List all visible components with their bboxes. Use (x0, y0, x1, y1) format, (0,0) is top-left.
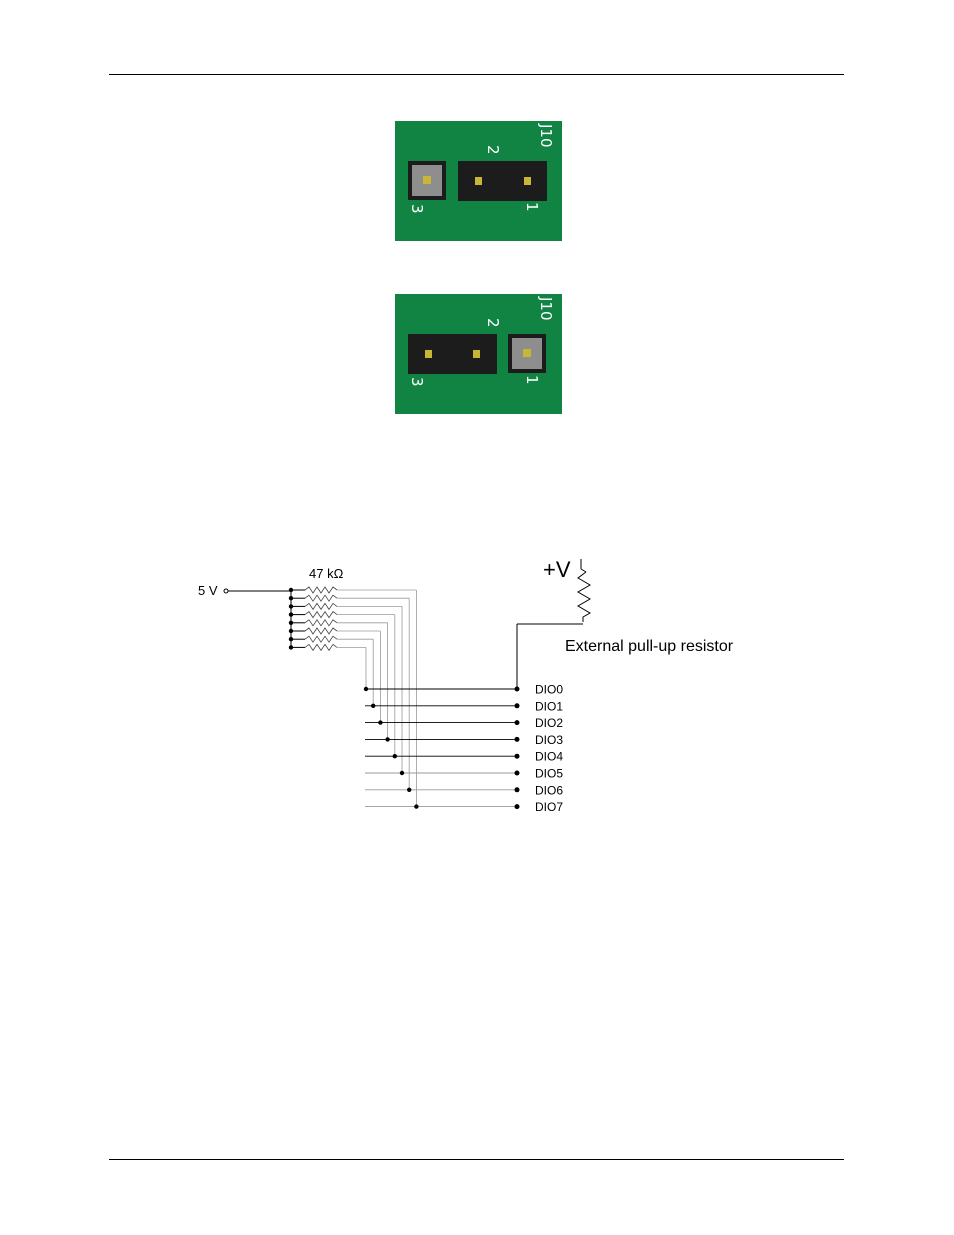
riser-junction-dot (378, 720, 383, 725)
jumper-figure-pins-1-2: J10 2 1 3 (395, 121, 562, 241)
dio-terminal (514, 804, 520, 810)
pin-1-label: 1 (523, 375, 541, 385)
supply-terminal (223, 588, 229, 594)
riser-junction-dot (392, 754, 397, 759)
pin-1-tip (523, 349, 531, 357)
dio-label: DIO2 (535, 716, 563, 730)
dio-label: DIO5 (535, 767, 563, 781)
dio-terminal (514, 753, 520, 759)
riser-junction-dot (399, 770, 405, 776)
pin-3-label: 3 (408, 204, 426, 214)
dio-label: DIO4 (535, 750, 563, 764)
dio-terminal (514, 770, 520, 776)
riser-junction-dot (414, 804, 419, 809)
riser-junction-dot (385, 737, 390, 742)
dio-label: DIO7 (535, 800, 563, 814)
dio-terminal (514, 787, 520, 793)
internal-pullup-resistor (304, 602, 338, 611)
external-resistor-label: External pull-up resistor (565, 638, 734, 655)
pin-1-tip (524, 177, 531, 185)
internal-pullup-resistor (304, 619, 338, 627)
supply-label: 5 V (198, 583, 218, 598)
pin-2-label: 2 (484, 145, 502, 155)
dio-label: DIO3 (535, 733, 563, 747)
pin-2-tip (473, 350, 480, 358)
dio-label: DIO0 (535, 683, 563, 697)
pin-3-tip (423, 176, 431, 184)
pin-1-label: 1 (523, 202, 541, 212)
internal-pullup-resistor (304, 643, 338, 652)
internal-pullup-resistor (304, 627, 338, 635)
pin-2-label: 2 (484, 318, 502, 328)
header-rule (109, 74, 844, 75)
external-pullup-resistor (577, 571, 591, 622)
pin-3-label: 3 (408, 377, 426, 387)
internal-pullup-resistor (304, 586, 338, 594)
resistor-network-label: 47 kΩ (309, 566, 344, 581)
jumper-figure-pins-2-3: J10 2 1 3 (395, 294, 562, 414)
pin-3-tip (425, 350, 432, 358)
dio-terminal (514, 703, 520, 709)
dio-label: DIO1 (535, 699, 563, 713)
jumper-shunt (458, 161, 547, 201)
dio-label: DIO6 (535, 783, 563, 797)
pin-2-tip (475, 177, 482, 185)
footer-rule (109, 1159, 844, 1160)
dio-terminal (514, 720, 520, 726)
riser-junction-dot (371, 703, 376, 708)
external-supply-wire (580, 568, 587, 573)
connector-label: J10 (537, 296, 555, 321)
connector-label: J10 (537, 123, 555, 148)
riser-junction-dot (407, 787, 412, 792)
dio-terminal (514, 736, 520, 742)
internal-pullup-resistor (304, 594, 338, 602)
jumper-shunt (408, 334, 497, 374)
internal-pullup-resistor (304, 610, 338, 619)
external-supply-label: +V (543, 557, 571, 582)
riser-junction-dot (363, 686, 369, 692)
internal-pullup-resistor (304, 635, 338, 643)
